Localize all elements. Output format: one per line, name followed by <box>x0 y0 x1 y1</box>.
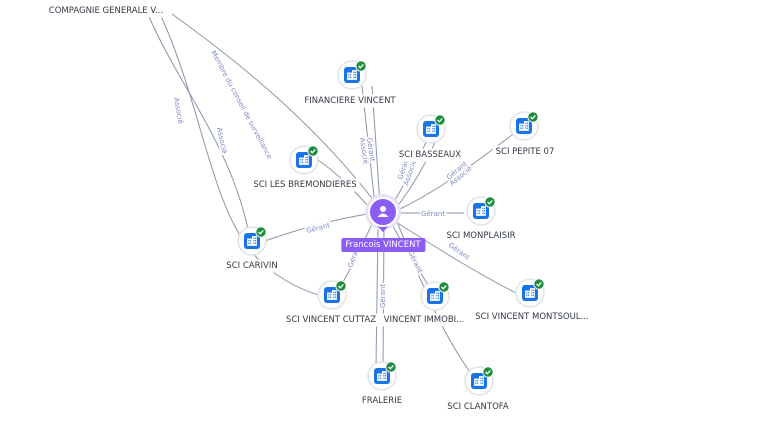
check-badge-icon <box>307 145 319 157</box>
edge-label-associe-1: Associé <box>172 97 184 124</box>
building-icon <box>522 285 538 301</box>
building-icon <box>516 118 532 134</box>
edge-compagnie-person <box>171 13 379 207</box>
building-icon <box>296 152 312 168</box>
building-icon <box>244 233 260 249</box>
edge-label-associe-2: Associé <box>215 127 228 155</box>
edge-label-bg <box>401 158 419 188</box>
check-badge-icon <box>438 281 450 293</box>
person-label-bg <box>341 238 426 252</box>
check-badge-icon <box>255 226 267 238</box>
company-label-bg <box>444 400 512 414</box>
edge-label-bg <box>447 163 475 189</box>
check-badge-icon <box>527 111 539 123</box>
company-label-bg <box>443 229 519 243</box>
company-label-bg <box>492 145 558 159</box>
building-icon <box>473 203 489 219</box>
check-badge-icon <box>355 60 367 72</box>
nodes-layer: COMPAGNIE GENERALE V... FINANCIERE VINCEN… <box>45 4 592 414</box>
company-label: SCI BASSEAUX <box>399 150 461 160</box>
building-icon <box>471 373 487 389</box>
company-label: SCI PEPITE 07 <box>496 147 555 157</box>
company-node-basseaux[interactable]: SCI BASSEAUX <box>395 114 465 162</box>
edge-label-gerant-monplaisir: Gérant <box>421 210 445 218</box>
company-node-montsoul[interactable]: SCI VINCENT MONTSOUL... <box>472 278 592 324</box>
company-label-bg <box>282 313 380 327</box>
edge-label-bg <box>304 221 333 236</box>
building-icon <box>344 67 360 83</box>
person-node[interactable]: Francois VINCENT <box>341 194 426 252</box>
company-node-carivin[interactable]: SCI CARIVIN <box>223 226 281 273</box>
building-icon <box>427 288 443 304</box>
building-icon <box>423 121 439 137</box>
edge-label-bg <box>405 248 425 276</box>
company-label: SCI VINCENT CUTTAZ <box>286 315 376 325</box>
company-label: SCI CARIVIN <box>226 261 277 271</box>
company-label-bg <box>358 394 406 408</box>
company-node-cuttaz[interactable]: SCI VINCENT CUTTAZ <box>282 280 380 327</box>
company-label: SCI VINCENT MONTSOUL... <box>475 312 589 322</box>
company-label: FRALERIE <box>362 396 402 406</box>
edge-label-gerant-immobi: Gérant <box>406 249 424 274</box>
edge-label-gerant-fralerie: Gérant <box>379 284 387 308</box>
person-icon <box>377 206 389 217</box>
edge-label-gerant-montsoul: Gérant <box>447 241 471 262</box>
edge-person-montsoul <box>395 221 521 296</box>
edge-compagnie-carivin <box>147 13 251 241</box>
company-label: SCI LES BREMONDIERES <box>253 180 356 190</box>
company-node-bremondieres[interactable]: SCI LES BREMONDIERES <box>250 145 360 192</box>
edge-label-bg <box>357 136 370 166</box>
edge-label-bg <box>214 125 229 156</box>
check-badge-icon <box>385 361 397 373</box>
check-badge-icon <box>335 280 347 292</box>
company-label-bg <box>250 178 360 192</box>
company-label-bg <box>223 259 281 273</box>
check-badge-icon <box>434 114 446 126</box>
company-label-bg <box>395 148 465 162</box>
company-label-bg <box>45 4 167 18</box>
edge-label-bg <box>208 48 274 162</box>
company-node-fralerie[interactable]: FRALERIE <box>358 361 406 408</box>
company-node-immobi[interactable]: VINCENT IMMOBI... <box>380 281 468 327</box>
company-label: SCI CLANTOFA <box>447 402 509 412</box>
check-badge-icon <box>482 366 494 378</box>
check-badge-icon <box>533 278 545 290</box>
edge-label-gerant-carivin: Gérant <box>306 221 332 235</box>
company-label-bg <box>380 313 468 327</box>
company-node-compagnie[interactable]: COMPAGNIE GENERALE V... <box>45 4 167 18</box>
edge-label-bg <box>171 95 185 126</box>
person-label: Francois VINCENT <box>345 240 421 250</box>
edge-label-associe-financiere: Associé <box>358 137 370 164</box>
edge-label-gerant-financiere: Gérant <box>365 137 376 162</box>
edge-label-bg <box>444 159 470 183</box>
company-label: VINCENT IMMOBI... <box>384 315 465 325</box>
company-node-monplaisir[interactable]: SCI MONPLAISIR <box>443 196 519 243</box>
edge-label-bg <box>379 282 387 309</box>
company-label: SCI MONPLAISIR <box>446 231 515 241</box>
check-badge-icon <box>484 196 496 208</box>
company-node-pepite[interactable]: SCI PEPITE 07 <box>492 111 558 159</box>
company-label: COMPAGNIE GENERALE V... <box>49 6 163 16</box>
company-label-bg <box>472 310 592 324</box>
building-icon <box>374 368 390 384</box>
edge-label-bg <box>420 210 447 218</box>
company-label: FINANCIERE VINCENT <box>304 96 396 106</box>
edge-compagnie-cuttaz <box>159 13 323 297</box>
company-node-financiere[interactable]: FINANCIERE VINCENT <box>301 60 400 108</box>
company-node-clantofa[interactable]: SCI CLANTOFA <box>444 366 512 414</box>
company-label-bg <box>301 94 400 108</box>
building-icon <box>324 287 340 303</box>
edge-label-bg <box>446 240 473 263</box>
